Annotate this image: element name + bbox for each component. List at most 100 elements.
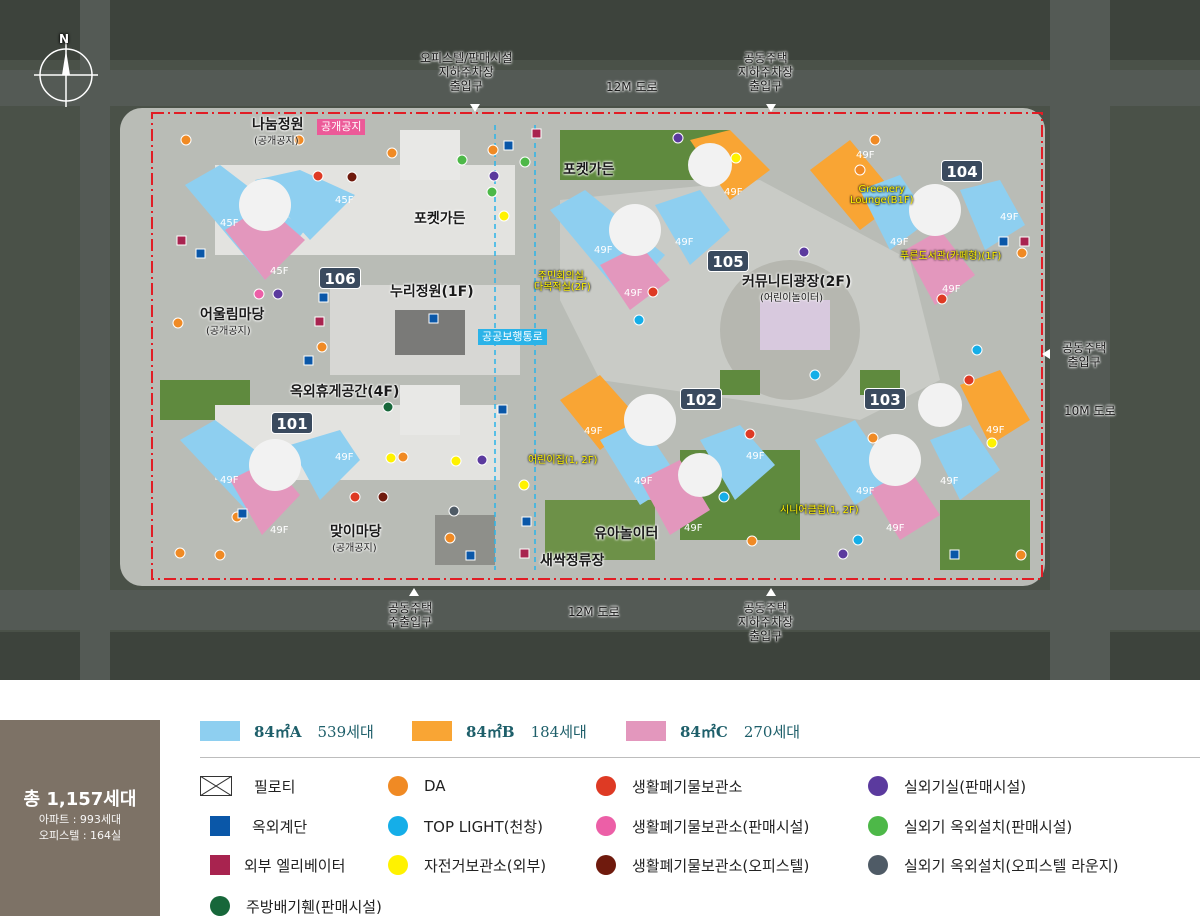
entrance-north-office: 오피스텔/판매시설 지하주차장 출입구 bbox=[420, 51, 513, 93]
da-dot-icon bbox=[388, 776, 408, 796]
facility-markers bbox=[172, 128, 1030, 561]
facility-library: 푸른도서관(카페형)(1F) bbox=[900, 251, 1002, 262]
entrance-arrow-icon bbox=[470, 104, 480, 112]
building-104-label: 104 bbox=[941, 160, 983, 182]
unit-type-b: 84㎡B 184세대 bbox=[412, 720, 587, 742]
unit-a-swatch bbox=[200, 721, 240, 741]
stairs-square-icon bbox=[210, 816, 230, 836]
place-naneum-garden: 나눔정원 bbox=[252, 117, 304, 133]
place-nuri-garden: 누리정원(1F) bbox=[390, 284, 474, 300]
floor-label: 49F bbox=[220, 475, 239, 486]
key-bike: 자전거보관소(외부) bbox=[388, 855, 546, 875]
site-map-graphic bbox=[0, 0, 1200, 680]
da-marker-icon bbox=[214, 549, 226, 561]
key-waste: 생활폐기물보관소 bbox=[596, 776, 742, 796]
toplight-marker-icon bbox=[971, 344, 983, 356]
place-pocket-garden-1: 포켓가든 bbox=[414, 211, 466, 227]
waste-office-dot-icon bbox=[596, 855, 616, 875]
facility-senior-club: 시니어클럽(1, 2F) bbox=[780, 505, 859, 516]
building-101-label: 101 bbox=[271, 412, 313, 434]
compass-north-label: N bbox=[59, 32, 70, 46]
stairs-marker-icon bbox=[998, 236, 1009, 247]
site-map: N 12M 도로 12M 도로 10M 도로 오피스텔/판매시설 지하주차장 출… bbox=[0, 0, 1200, 680]
key-stairs-label: 옥외계단 bbox=[252, 817, 308, 836]
outdoor-install-office-dot-icon bbox=[868, 855, 888, 875]
building-106-label: 106 bbox=[319, 267, 361, 289]
outdoor-sales-marker-icon bbox=[672, 132, 684, 144]
entrance-arrow-icon bbox=[766, 104, 776, 112]
elevator-marker-icon bbox=[176, 235, 187, 246]
facility-daycare: 어린이집(1, 2F) bbox=[528, 455, 598, 466]
da-marker-icon bbox=[386, 147, 398, 159]
stairs-marker-icon bbox=[318, 292, 329, 303]
elevator-marker-icon bbox=[519, 548, 530, 559]
waste-marker-icon bbox=[647, 286, 659, 298]
bike-marker-icon bbox=[450, 455, 462, 467]
total-officetel-count: 오피스텔 : 164실 bbox=[38, 829, 122, 842]
toplight-marker-icon bbox=[718, 491, 730, 503]
place-eoulrim-sub: (공개공지) bbox=[206, 326, 251, 337]
outdoor-sales-marker-icon bbox=[798, 246, 810, 258]
da-marker-icon bbox=[1015, 549, 1027, 561]
toplight-dot-icon bbox=[388, 816, 408, 836]
place-community-sub: (어린이놀이터) bbox=[760, 293, 824, 304]
unit-type-c: 84㎡C 270세대 bbox=[626, 720, 800, 742]
total-units-title: 총 1,157세대 bbox=[23, 789, 137, 810]
floor-label: 49F bbox=[890, 237, 909, 248]
stairs-marker-icon bbox=[521, 516, 532, 527]
key-waste-sales-label: 생활폐기물보관소(판매시설) bbox=[632, 817, 810, 836]
kitchen-dot-icon bbox=[210, 896, 230, 916]
floor-label: 49F bbox=[886, 523, 905, 534]
key-da: DA bbox=[388, 776, 446, 796]
place-pocket-garden-2: 포켓가든 bbox=[563, 162, 615, 178]
legend-divider bbox=[200, 757, 1200, 758]
facility-residents-room: 주민회의실, 다목적실(2F) bbox=[534, 271, 591, 293]
outdoor-install-sales-marker-icon bbox=[456, 154, 468, 166]
da-marker-icon bbox=[172, 317, 184, 329]
floor-label: 45F bbox=[270, 266, 289, 277]
total-apartment-count: 아파트 : 993세대 bbox=[38, 813, 122, 826]
place-eoulrim: 어울림마당 bbox=[200, 307, 265, 323]
key-toplight-label: TOP LIGHT(천창) bbox=[424, 817, 543, 836]
waste-marker-icon bbox=[936, 293, 948, 305]
floor-label: 49F bbox=[594, 245, 613, 256]
elevator-square-icon bbox=[210, 855, 230, 875]
building-102-label: 102 bbox=[680, 388, 722, 410]
floor-label: 49F bbox=[942, 284, 961, 295]
floor-label: 49F bbox=[270, 525, 289, 536]
building-103-label: 103 bbox=[864, 388, 906, 410]
outdoor-sales-marker-icon bbox=[488, 170, 500, 182]
da-marker-icon bbox=[487, 144, 499, 156]
key-da-label: DA bbox=[424, 777, 446, 795]
place-saessak-stop: 새싹정류장 bbox=[540, 553, 605, 569]
outdoor-install-sales-dot-icon bbox=[868, 816, 888, 836]
public-space-tag: 공개공지 bbox=[317, 119, 366, 135]
key-outdoor-install-sales-label: 실외기 옥외설치(판매시설) bbox=[904, 817, 1073, 836]
da-marker-icon bbox=[397, 451, 409, 463]
stairs-marker-icon bbox=[428, 313, 439, 324]
road-east-label: 10M 도로 bbox=[1064, 404, 1116, 418]
key-kitchen: 주방배기휀(판매시설) bbox=[210, 896, 382, 916]
da-marker-icon bbox=[444, 532, 456, 544]
floor-label: 49F bbox=[624, 288, 643, 299]
place-naneum-sub: (공개공지) bbox=[254, 136, 299, 147]
waste-sales-marker-icon bbox=[253, 288, 265, 300]
key-outdoor-sales-label: 실외기실(판매시설) bbox=[904, 777, 1027, 796]
piloti-icon bbox=[200, 776, 232, 796]
da-marker-icon bbox=[174, 547, 186, 559]
place-toddler-playground: 유아놀이터 bbox=[594, 526, 659, 542]
floor-label: 45F bbox=[335, 195, 354, 206]
stairs-marker-icon bbox=[503, 140, 514, 151]
floor-label: 49F bbox=[746, 451, 765, 462]
da-marker-icon bbox=[180, 134, 192, 146]
road-north-label: 12M 도로 bbox=[606, 80, 658, 94]
outdoor-install-sales-marker-icon bbox=[486, 186, 498, 198]
unit-b-count: 184세대 bbox=[530, 722, 587, 741]
outdoor-sales-dot-icon bbox=[868, 776, 888, 796]
da-marker-icon bbox=[869, 134, 881, 146]
legend-panel: 총 1,157세대 아파트 : 993세대 오피스텔 : 164실 84㎡A 5… bbox=[0, 680, 1200, 916]
entrance-south-housing-main: 공동주택 주출입구 bbox=[388, 601, 433, 629]
bike-marker-icon bbox=[986, 437, 998, 449]
toplight-marker-icon bbox=[633, 314, 645, 326]
